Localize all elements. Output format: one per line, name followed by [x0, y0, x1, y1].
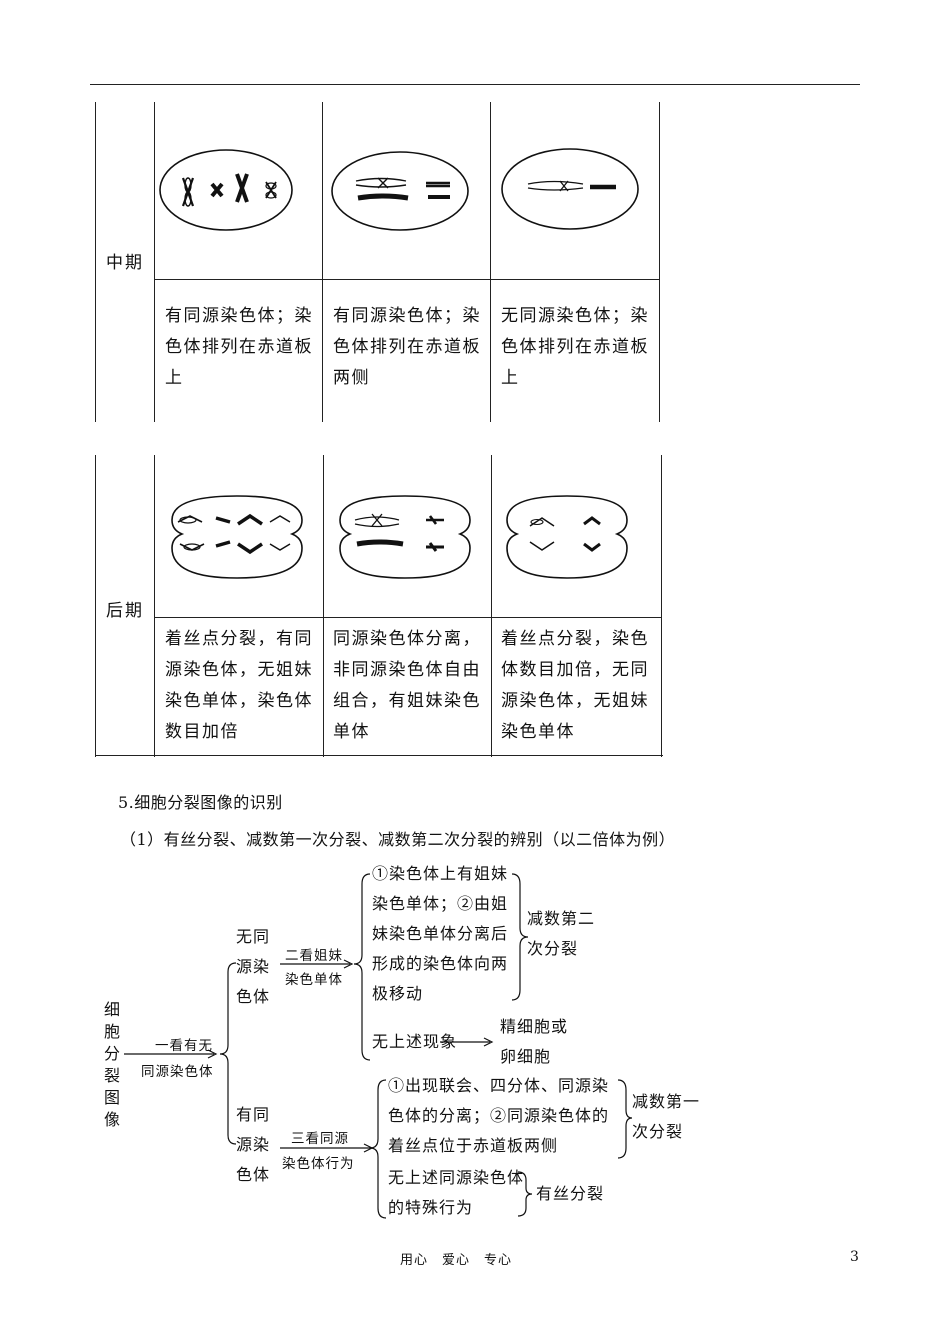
footer-motto: 用心 爱心 专心 [400, 1249, 512, 1268]
page-number: 3 [850, 1249, 859, 1265]
